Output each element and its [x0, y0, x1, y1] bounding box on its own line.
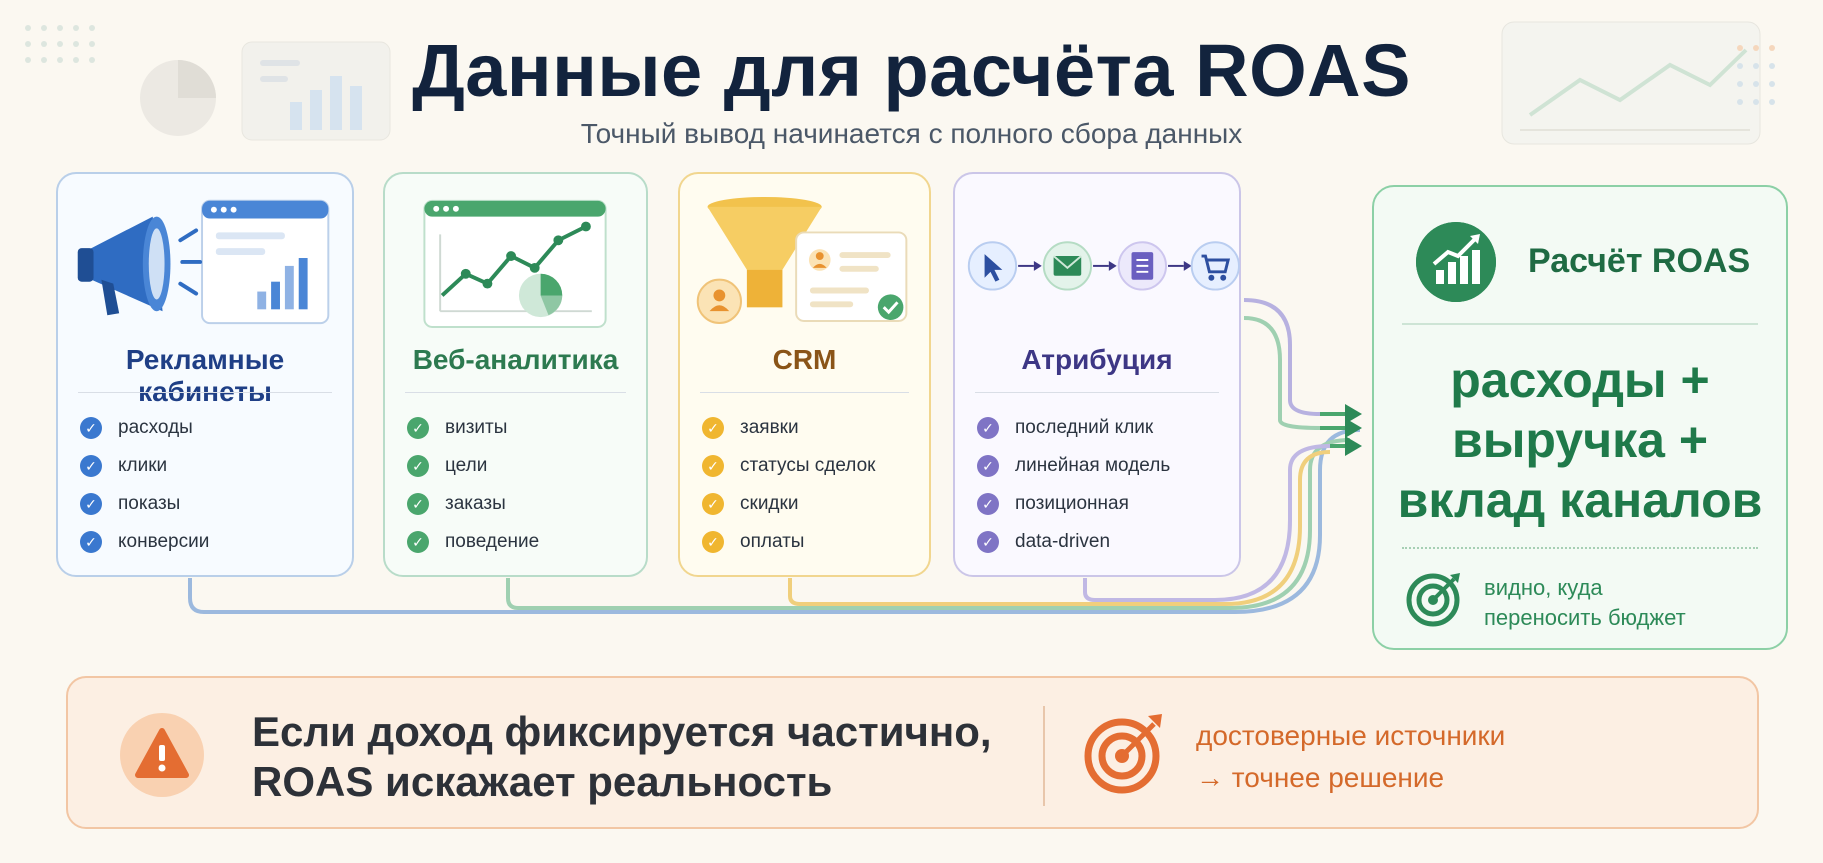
checklist: ✓ заявки ✓ статусы сделок ✓ скидки ✓ оплаты — [702, 409, 875, 561]
page-title: Данные для расчёта ROAS — [412, 29, 1411, 112]
check-icon: ✓ — [702, 493, 724, 515]
list-item: ✓ data-driven — [977, 523, 1170, 561]
check-icon: ✓ — [977, 455, 999, 477]
check-icon: ✓ — [977, 493, 999, 515]
list-item: ✓ цели — [407, 447, 539, 485]
warning-banner: Если доход фиксируется частично, ROAS ис… — [66, 676, 1759, 829]
card-title: Атрибуция — [1021, 344, 1173, 375]
divider — [405, 392, 626, 393]
card-title: Веб-аналитика — [412, 344, 619, 375]
roas-title: Расчёт ROAS — [1528, 242, 1751, 280]
divider — [1402, 547, 1758, 549]
roas-note: видно, куда — [1484, 575, 1603, 600]
formula-line: расходы + — [1450, 352, 1710, 408]
item-label: позиционная — [1015, 493, 1129, 514]
check-icon: ✓ — [80, 493, 102, 515]
item-label: линейная модель — [1015, 455, 1171, 476]
item-label: последний клик — [1015, 417, 1154, 438]
divider — [700, 392, 909, 393]
conclusion-text: достоверные источники — [1196, 720, 1506, 751]
check-icon: ✓ — [407, 493, 429, 515]
list-item: ✓ расходы — [80, 409, 209, 447]
check-icon: ✓ — [80, 531, 102, 553]
card-web-analytics: Веб-аналитика ✓ визиты ✓ цели ✓ заказы ✓ пов… — [383, 172, 648, 577]
divider — [78, 392, 332, 393]
card-ad-accounts: Рекламные кабинеты ✓ расходы ✓ клики ✓ пока… — [56, 172, 354, 577]
check-icon: ✓ — [407, 455, 429, 477]
check-icon: ✓ — [407, 417, 429, 439]
list-item: ✓ клики — [80, 447, 209, 485]
list-item: ✓ конверсии — [80, 523, 209, 561]
check-icon: ✓ — [80, 417, 102, 439]
warning-text: ROAS искажает реальность — [252, 758, 833, 805]
item-label: расходы — [118, 417, 193, 438]
check-icon: ✓ — [407, 531, 429, 553]
card-crm: CRM ✓ заявки ✓ статусы сделок ✓ скидки ✓ опл… — [678, 172, 931, 577]
divider — [1043, 706, 1045, 806]
list-item: ✓ последний клик — [977, 409, 1170, 447]
megaphone-icon — [77, 199, 330, 325]
list-item: ✓ заявки — [702, 409, 875, 447]
list-item: ✓ статусы сделок — [702, 447, 875, 485]
item-label: клики — [118, 455, 168, 476]
check-icon: ✓ — [702, 531, 724, 553]
list-item: ✓ заказы — [407, 485, 539, 523]
warning-text: Если доход фиксируется частично, — [252, 708, 992, 755]
item-label: цели — [445, 455, 488, 476]
card-title: Рекламные кабинеты — [125, 344, 285, 407]
funnel-icon — [696, 196, 908, 324]
item-label: поведение — [445, 531, 540, 552]
item-label: скидки — [740, 493, 799, 514]
item-label: заявки — [740, 417, 799, 438]
list-item: ✓ показы — [80, 485, 209, 523]
formula-line: выручка + — [1451, 412, 1709, 468]
item-label: конверсии — [118, 531, 210, 552]
checklist: ✓ визиты ✓ цели ✓ заказы ✓ поведение — [407, 409, 539, 561]
growth-chart-icon — [1416, 222, 1496, 302]
check-icon: ✓ — [80, 455, 102, 477]
customer-journey-icon — [967, 241, 1240, 291]
roas-result-panel: Расчёт ROAS расходы + выручка + вклад ка… — [1372, 185, 1788, 650]
item-label: data-driven — [1015, 531, 1111, 552]
card-attribution: Атрибуция ✓ последний клик ✓ линейная моде… — [953, 172, 1241, 577]
target-icon — [1406, 573, 1460, 627]
check-icon: ✓ — [977, 417, 999, 439]
list-item: ✓ оплаты — [702, 523, 875, 561]
check-icon: ✓ — [702, 455, 724, 477]
check-icon: ✓ — [977, 531, 999, 553]
divider — [975, 392, 1219, 393]
list-item: ✓ скидки — [702, 485, 875, 523]
check-icon: ✓ — [702, 417, 724, 439]
formula-line: вклад каналов — [1397, 472, 1763, 528]
target-icon — [1084, 714, 1162, 794]
list-item: ✓ линейная модель — [977, 447, 1170, 485]
decor-left — [25, 25, 391, 141]
item-label: статусы сделок — [740, 455, 876, 476]
list-item: ✓ поведение — [407, 523, 539, 561]
checklist: ✓ последний клик ✓ линейная модель ✓ позици… — [977, 409, 1170, 561]
warning-icon — [135, 728, 189, 778]
card-title: CRM — [772, 344, 837, 375]
divider — [1402, 323, 1758, 325]
roas-note: переносить бюджет — [1484, 605, 1686, 630]
page-subtitle: Точный вывод начинается с полного сбора … — [580, 118, 1243, 149]
checklist: ✓ расходы ✓ клики ✓ показы ✓ конверсии — [80, 409, 209, 561]
conclusion-text: → точнее решение — [1196, 762, 1445, 793]
item-label: визиты — [445, 417, 508, 438]
item-label: оплаты — [740, 531, 805, 552]
analytics-chart-icon — [423, 199, 607, 328]
list-item: ✓ визиты — [407, 409, 539, 447]
warning-icon-bg — [120, 713, 204, 797]
list-item: ✓ позиционная — [977, 485, 1170, 523]
decor-right — [1501, 21, 1775, 145]
item-label: показы — [118, 493, 181, 514]
item-label: заказы — [445, 493, 506, 514]
